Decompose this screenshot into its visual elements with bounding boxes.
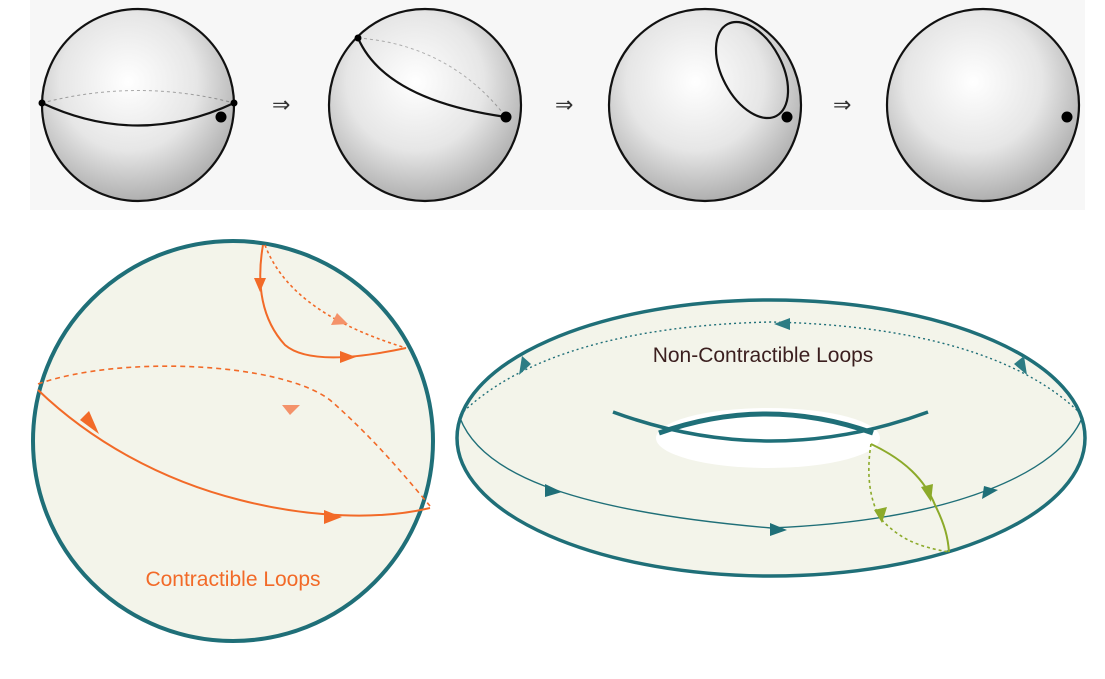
front-longitude-arrow-1 — [545, 484, 562, 497]
small-loop-arrow-back — [331, 313, 348, 325]
sphere-step-1 — [38, 7, 238, 203]
sphere-2-loop-back — [357, 37, 507, 118]
outer-longitude-arrow-2 — [519, 356, 531, 375]
small-loop-back — [264, 244, 407, 349]
meridian-arrow-up — [921, 484, 933, 502]
outer-longitude-back — [459, 321, 1083, 416]
implies-arrow-3: ⇒ — [833, 93, 851, 118]
front-longitude-loop — [459, 417, 1083, 536]
meridian-front — [870, 443, 950, 553]
outer-longitude-arrow-3 — [1014, 356, 1027, 375]
torus-hole-opening — [656, 408, 880, 468]
large-loop-arrow-back — [282, 405, 300, 415]
sphere-3-loop — [714, 20, 790, 120]
non-contractible-label: Non-Contractible Loops — [653, 344, 874, 367]
torus-hole-lower-rim — [658, 411, 874, 436]
front-longitude-arrow-3 — [982, 486, 998, 499]
meridian-loop — [868, 443, 950, 553]
sphere-2-edge-dot — [354, 34, 362, 42]
sphere-1-body — [40, 7, 236, 203]
sphere-1-edge-dot-right — [230, 99, 238, 107]
implies-arrow-2: ⇒ — [555, 93, 573, 118]
torus-hole-upper-rim — [612, 410, 929, 443]
meridian-arrow-down — [874, 507, 887, 523]
sphere-1-loop-front — [41, 102, 235, 127]
sphere-2-base-point — [500, 111, 512, 123]
sphere-4-body — [885, 7, 1081, 203]
implies-arrow-1: ⇒ — [272, 93, 290, 118]
contractible-panel: Contractible Loops — [31, 239, 435, 643]
sphere-4-base-point — [1061, 111, 1073, 123]
sphere-1-base-point — [215, 111, 227, 123]
large-loop-front — [37, 389, 431, 517]
sphere-sequence: ⇒ ⇒ ⇒ — [38, 7, 1081, 203]
large-loop-back — [37, 365, 431, 507]
sphere-1-loop-back — [41, 90, 235, 104]
torus-hole — [612, 408, 929, 468]
sphere-step-2 — [327, 7, 523, 203]
small-loop-arrow-right — [340, 351, 356, 363]
meridian-back — [868, 443, 950, 553]
sphere-2-body — [327, 7, 523, 203]
outer-longitude-arrow-1 — [774, 318, 790, 330]
sphere-3-body — [607, 7, 803, 203]
contractible-sphere-outline — [31, 239, 435, 643]
non-contractible-panel: Non-Contractible Loops — [455, 298, 1087, 578]
sphere-step-4 — [885, 7, 1081, 203]
small-loop-arrow-down — [254, 278, 266, 292]
large-loop-arrow-1 — [80, 411, 99, 434]
outer-longitude-loop — [459, 318, 1083, 416]
sphere-step-3 — [607, 7, 803, 203]
small-loop — [254, 244, 407, 363]
large-loop — [37, 365, 431, 524]
sphere-2-loop-front — [356, 37, 507, 119]
sphere-3-base-point — [781, 111, 793, 123]
sphere-1-edge-dot-left — [38, 99, 46, 107]
large-loop-arrow-2 — [324, 510, 342, 524]
front-longitude-arrow-2 — [770, 523, 787, 536]
contractible-label: Contractible Loops — [145, 568, 320, 591]
